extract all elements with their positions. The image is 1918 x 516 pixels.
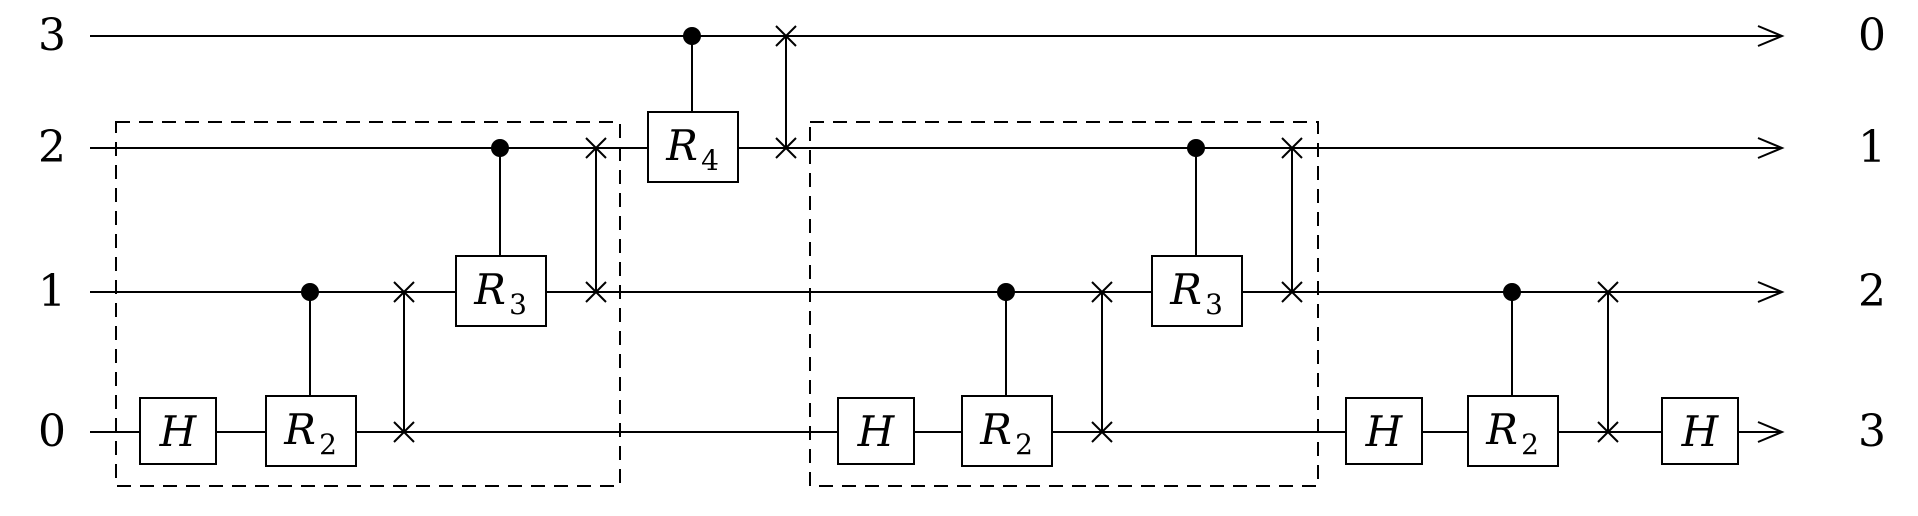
control-dot	[997, 283, 1015, 301]
gate-h-3: H	[1345, 397, 1423, 465]
swap-cross-icon	[393, 281, 415, 303]
input-label-q1: 1	[38, 266, 66, 317]
gate-h-2: H	[837, 397, 915, 465]
gate-h-4: H	[1661, 397, 1739, 465]
svg-text:2: 2	[1521, 428, 1539, 461]
output-labels: 0 1 2 3	[1858, 10, 1886, 457]
svg-text:H: H	[159, 407, 198, 456]
control-dot	[683, 27, 701, 45]
output-label-1: 1	[1858, 122, 1886, 173]
wires	[90, 25, 1785, 443]
swap-crosses	[393, 25, 1619, 443]
swap-cross-icon	[775, 25, 797, 47]
gate-r2-3: R 2	[1467, 395, 1559, 467]
svg-text:R: R	[979, 405, 1012, 454]
control-dot	[301, 283, 319, 301]
output-label-0: 0	[1858, 10, 1886, 61]
svg-text:3: 3	[509, 288, 527, 321]
input-labels: 3 2 1 0	[38, 10, 66, 457]
svg-text:H: H	[1681, 407, 1720, 456]
gate-h-1: H	[139, 397, 217, 465]
swap-cross-icon	[1091, 421, 1113, 443]
control-lines	[309, 36, 1609, 432]
output-label-3: 3	[1858, 406, 1886, 457]
swap-cross-icon	[585, 281, 607, 303]
gate-r2-2: R 2	[961, 395, 1053, 467]
swap-cross-icon	[1281, 137, 1303, 159]
control-dot	[1187, 139, 1205, 157]
swap-cross-icon	[775, 137, 797, 159]
swap-cross-icon	[393, 421, 415, 443]
arrowhead-icon	[1757, 137, 1785, 159]
svg-text:R: R	[473, 265, 506, 314]
svg-text:H: H	[1365, 407, 1404, 456]
gate-r3-2: R 3	[1151, 255, 1243, 327]
svg-text:R: R	[1485, 405, 1518, 454]
svg-text:4: 4	[701, 144, 719, 177]
input-label-q0: 0	[38, 406, 66, 457]
arrowhead-icon	[1757, 421, 1785, 443]
gate-r3-1: R 3	[455, 255, 547, 327]
input-label-q2: 2	[38, 122, 66, 173]
swap-cross-icon	[1597, 421, 1619, 443]
control-dot	[1503, 283, 1521, 301]
svg-text:R: R	[283, 405, 316, 454]
svg-text:R: R	[1169, 265, 1202, 314]
gate-r4: R 4	[647, 111, 739, 183]
output-label-2: 2	[1858, 266, 1886, 317]
swap-cross-icon	[585, 137, 607, 159]
swap-cross-icon	[1597, 281, 1619, 303]
control-dot	[491, 139, 509, 157]
swap-cross-icon	[1091, 281, 1113, 303]
swap-cross-icon	[1281, 281, 1303, 303]
dashed-group-box-1	[115, 121, 621, 487]
control-dots	[301, 27, 1521, 301]
svg-text:R: R	[665, 121, 698, 170]
svg-text:3: 3	[1205, 288, 1223, 321]
dashed-group-box-2	[809, 121, 1319, 487]
svg-text:2: 2	[1015, 428, 1033, 461]
svg-text:2: 2	[319, 428, 337, 461]
gate-r2-1: R 2	[265, 395, 357, 467]
input-label-q3: 3	[38, 10, 66, 61]
arrowhead-icon	[1757, 25, 1785, 47]
arrowhead-icon	[1757, 281, 1785, 303]
svg-text:H: H	[857, 407, 896, 456]
